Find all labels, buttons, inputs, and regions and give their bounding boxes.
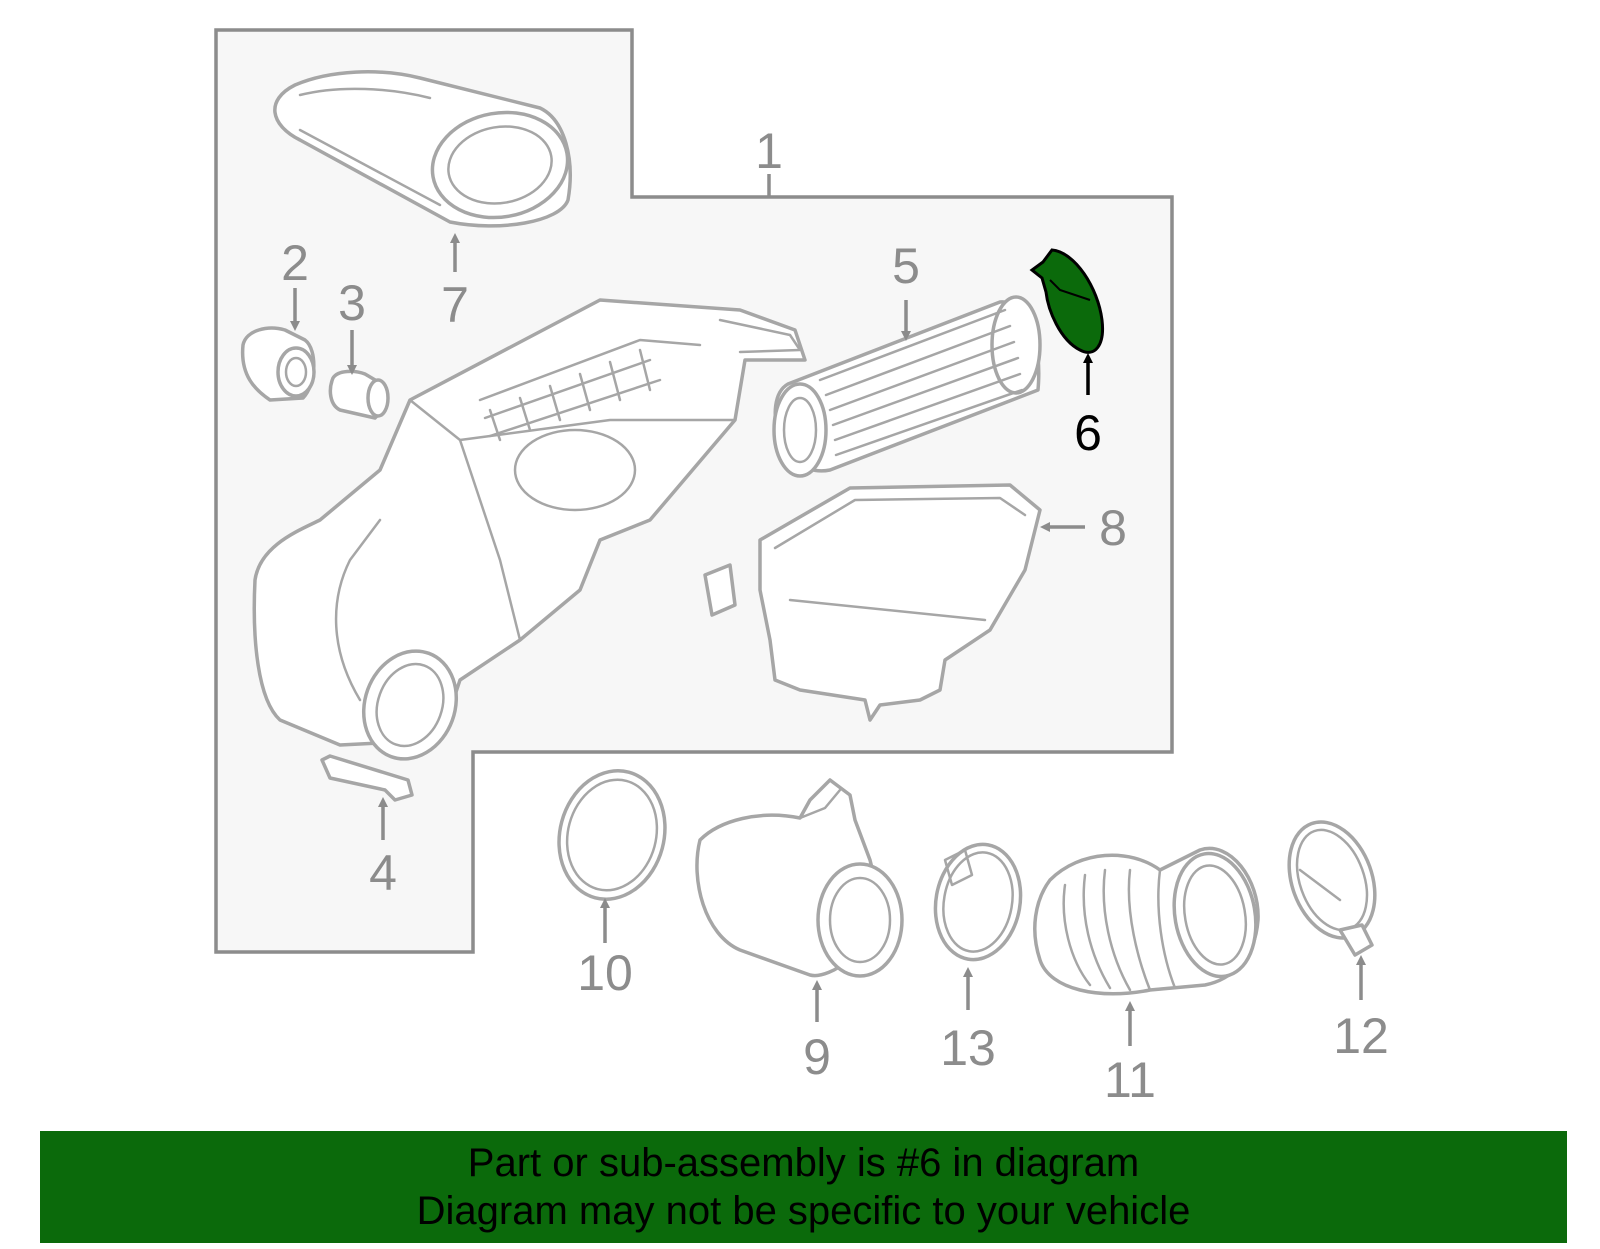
callout-1: 1 xyxy=(755,123,783,179)
callout-5: 5 xyxy=(892,238,920,294)
intake-hose-part xyxy=(1033,846,1260,996)
callout-4: 4 xyxy=(369,845,397,901)
callout-6: 6 xyxy=(1074,405,1102,461)
bracket-part xyxy=(320,754,414,802)
callout-10: 10 xyxy=(577,945,633,1001)
grommet-part xyxy=(240,326,316,402)
callout-11: 11 xyxy=(1104,1052,1156,1108)
highlighted-part-6 xyxy=(1029,248,1105,354)
callout-3: 3 xyxy=(338,275,366,331)
hose-clamp-part-13 xyxy=(933,842,1023,962)
intake-duct-part xyxy=(273,70,572,228)
callout-12: 12 xyxy=(1333,1008,1389,1064)
air-filter-part xyxy=(772,295,1042,478)
callout-13: 13 xyxy=(940,1020,996,1076)
callout-8: 8 xyxy=(1099,500,1127,556)
bushing-part xyxy=(328,369,390,420)
callout-2: 2 xyxy=(281,235,309,291)
hose-clamp-part-12 xyxy=(1287,820,1377,957)
banner-line-disclaimer: Diagram may not be specific to your vehi… xyxy=(416,1189,1191,1233)
mass-air-flow-sensor-part xyxy=(695,778,904,978)
callout-9: 9 xyxy=(803,1029,831,1085)
housing-cover-part xyxy=(703,483,1042,722)
seal-ring-part xyxy=(557,769,667,901)
air-cleaner-housing xyxy=(252,298,807,761)
banner-line-part-number: Part or sub-assembly is #6 in diagram xyxy=(467,1141,1140,1185)
callout-7: 7 xyxy=(441,277,469,333)
info-banner: Part or sub-assembly is #6 in diagram Di… xyxy=(40,1131,1567,1243)
